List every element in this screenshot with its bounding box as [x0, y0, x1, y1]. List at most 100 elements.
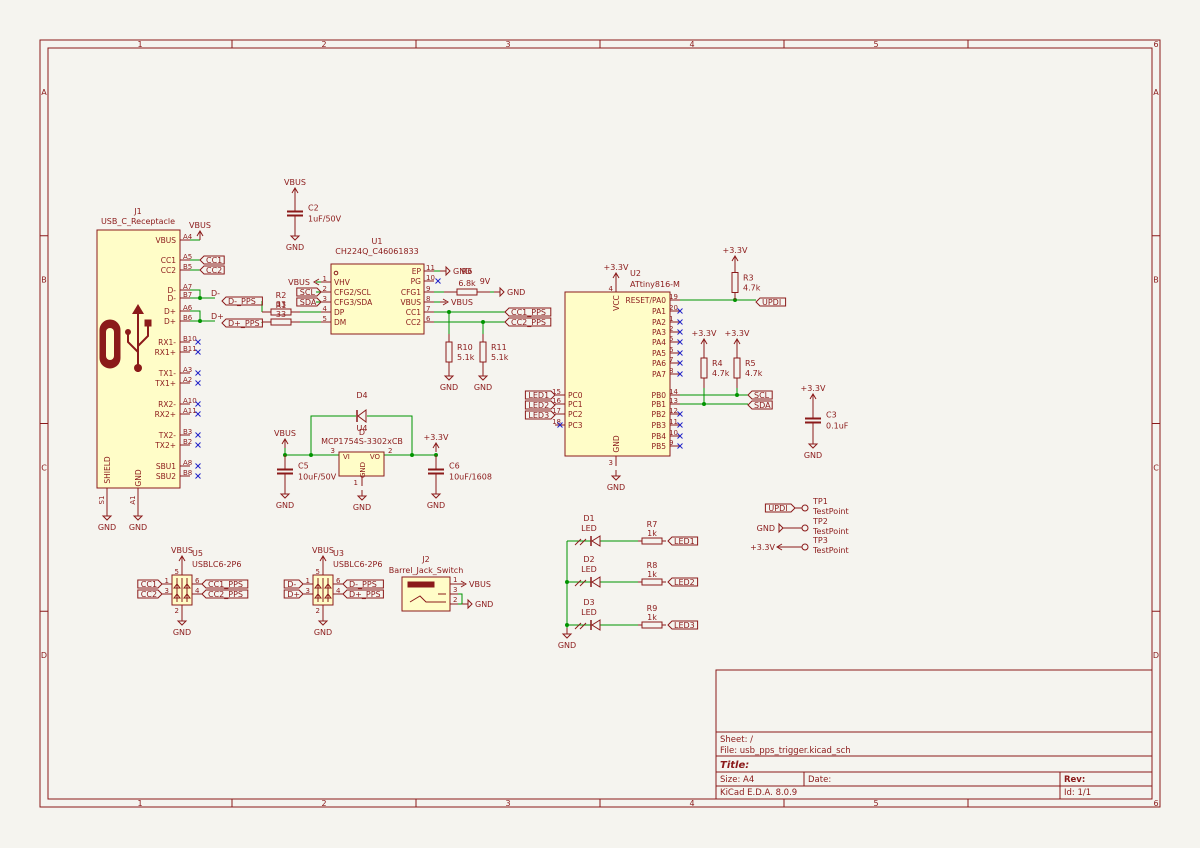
- j2-pin-number: 3: [453, 586, 457, 594]
- grid-row-label: C: [1153, 463, 1159, 472]
- u2-pin-number: 20: [669, 304, 678, 312]
- net-label-shape: [504, 307, 552, 317]
- net-label-text: UPDI: [768, 504, 787, 513]
- power-symbol-+3.3V: +3.3V: [604, 263, 629, 282]
- u1-pin-name: CC2: [406, 318, 421, 327]
- power-label: VBUS: [189, 221, 211, 230]
- net-label-led2: LED2: [667, 577, 699, 587]
- j1-pin-name: TX1+: [154, 379, 176, 388]
- net-label-cc2: CC2: [199, 265, 225, 275]
- resistor-ref: R5: [745, 359, 756, 368]
- power-arrow: [313, 278, 320, 286]
- power-arrow: [612, 272, 620, 279]
- usb-trident-arm: [127, 334, 139, 353]
- j1-pin-number: A10: [183, 397, 197, 405]
- u4-pin-number: 1: [354, 479, 358, 487]
- net-label-sda-u2: SDA: [747, 400, 773, 410]
- u1-pin-number: 5: [323, 315, 327, 323]
- u2-pin-number: 15: [552, 388, 561, 396]
- ground-triangle: [430, 493, 442, 499]
- usblc-diode: [183, 583, 191, 589]
- j1-pin-number: B6: [183, 314, 193, 322]
- power-arrow: [432, 442, 440, 449]
- no-connect-mark: [195, 411, 201, 417]
- resistor-value: 4.7k: [743, 284, 761, 293]
- power-arrow: [291, 187, 299, 194]
- net-label-text: LED1: [528, 391, 549, 400]
- ground-triangle: [176, 620, 188, 626]
- u2-pin-name: PB3: [652, 421, 667, 430]
- power-symbol-right: VBUS: [440, 298, 473, 307]
- component-ref: TP1: [812, 497, 828, 506]
- no-connect-mark: [195, 442, 201, 448]
- net-label-shape: [755, 297, 787, 307]
- net-label-led3: LED3: [667, 620, 699, 630]
- power-symbol-left: VBUS: [288, 278, 320, 287]
- j1-gnd-label: GND: [134, 469, 143, 486]
- grid-column-label: 2: [321, 799, 326, 808]
- component-ref: TP3: [812, 536, 828, 545]
- u2-pin-name: VCC: [612, 295, 621, 311]
- usblc-pin-number: 2: [316, 607, 320, 615]
- u2-pin-name: PB2: [652, 410, 667, 419]
- net-label-text: CC2: [141, 590, 157, 599]
- led-light-ray: [579, 579, 587, 587]
- power-symbol-VBUS: VBUS: [312, 546, 334, 565]
- ground-symbol: GND: [440, 370, 458, 392]
- power-arrow: [281, 438, 289, 445]
- u1-pin-name: CFG1: [401, 288, 421, 297]
- u1-pin-number: 3: [323, 295, 327, 303]
- ground-label: GND: [607, 483, 625, 492]
- net-label-shape: [137, 589, 163, 599]
- u1-pin-number: 7: [426, 305, 430, 313]
- u1-pin-number: 11: [426, 264, 435, 272]
- j1-pin-number: B2: [183, 438, 192, 446]
- resistor-value: 6.8k: [458, 279, 476, 288]
- net-label-cc2-pps: CC2_PPS: [504, 317, 552, 327]
- u1-pin-number: 10: [426, 274, 435, 282]
- date-field: Date:: [808, 775, 831, 785]
- component-ref: D4: [356, 391, 367, 400]
- j1-pin-name: CC1: [161, 256, 176, 265]
- u2-pin-number: 4: [609, 285, 614, 293]
- net-label-text: LED2: [674, 578, 695, 587]
- component-ref: U3: [333, 549, 344, 558]
- u1-pin-number: 1: [323, 275, 327, 283]
- grid-row-label: B: [1153, 276, 1159, 285]
- ground-triangle: [101, 515, 113, 521]
- ground-label: GND: [427, 501, 445, 510]
- component-ref: U5: [192, 549, 203, 558]
- j1-pin-number: A5: [183, 253, 192, 261]
- grid-column-label: 1: [137, 799, 142, 808]
- usblc-pin-number: 6: [336, 577, 341, 585]
- ground-symbol: GND: [353, 490, 371, 512]
- net-label-text: D+_PPS: [349, 590, 381, 599]
- j1-pin-number: B11: [183, 345, 197, 353]
- resistor-value: 4.7k: [712, 369, 730, 378]
- resistor-ref: R1: [276, 301, 287, 310]
- net-label-usblc-in: D+: [283, 589, 304, 599]
- ground-triangle: [445, 265, 451, 277]
- u4-pin-number: 2: [388, 447, 392, 455]
- led-triangle: [591, 619, 601, 631]
- ground-triangle: [561, 633, 573, 639]
- ground-triangle: [499, 286, 505, 298]
- u2-pin-number: 8: [669, 367, 673, 375]
- resistor-value: 33: [276, 300, 286, 309]
- no-connect-mark: [677, 371, 683, 377]
- component-value: LED: [581, 524, 597, 533]
- component-ref: D2: [583, 555, 594, 564]
- usblc-pin-number: 6: [195, 577, 200, 585]
- led-light-ray: [579, 538, 587, 546]
- ground-triangle: [356, 495, 368, 501]
- usblc-pin-number: 4: [336, 587, 341, 595]
- u2-pin-name: GND: [612, 435, 621, 452]
- no-connect-mark: [677, 329, 683, 335]
- j1-pin-number: A11: [183, 407, 197, 415]
- net-label-shape: [199, 255, 225, 265]
- component-value: CH224Q_C46061833: [335, 247, 418, 256]
